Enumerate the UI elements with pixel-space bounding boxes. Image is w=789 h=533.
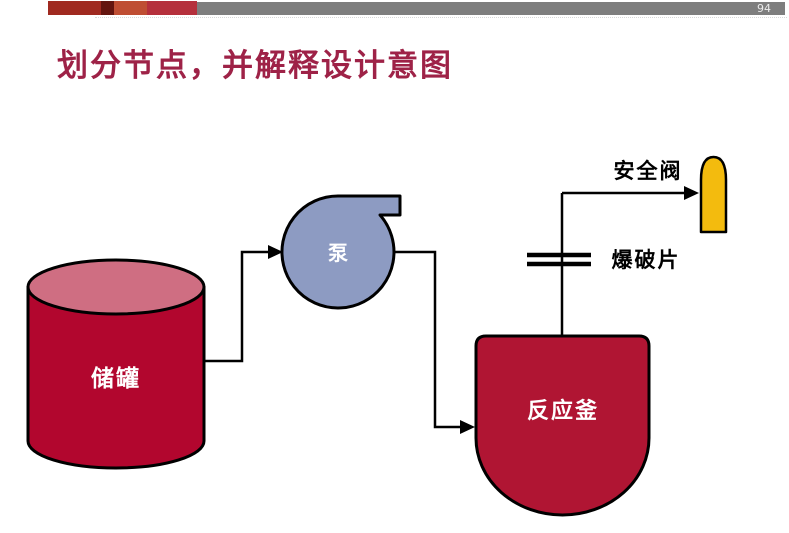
- storage-tank: [26, 258, 206, 470]
- reactor-shape: [474, 334, 651, 517]
- storage-tank-body: [26, 285, 206, 470]
- header-bar-shadow: [95, 17, 787, 18]
- accent-block-4: [147, 1, 197, 15]
- arrowhead-into-valve: [684, 186, 699, 200]
- rupture-disc-symbol: [527, 252, 591, 267]
- arrowheads-group: [268, 186, 699, 434]
- pipe-tank-to-pump: [204, 250, 270, 363]
- accent-block-2: [101, 1, 114, 15]
- pipe-pump-to-reactor: [395, 250, 462, 429]
- rupture-disc-label: 爆破片: [612, 247, 681, 272]
- slide-title: 划分节点，并解释设计意图: [57, 48, 453, 84]
- arrowhead-into-pump: [268, 245, 283, 259]
- accent-block-3: [114, 1, 147, 15]
- safety-valve-shape: [699, 155, 728, 234]
- storage-tank-top: [26, 258, 206, 316]
- arrowhead-into-reactor: [460, 420, 475, 434]
- storage-tank-label: 储罐: [91, 365, 141, 392]
- pump-shape: [280, 194, 402, 310]
- accent-block-1: [48, 1, 101, 15]
- safety-valve-label: 安全阀: [614, 158, 683, 183]
- pipe-lines-group: [204, 191, 686, 429]
- header-bar: 94: [197, 2, 785, 15]
- page-number: 94: [757, 2, 771, 15]
- reactor-label: 反应釜: [527, 398, 599, 424]
- pump-label: 泵: [328, 241, 350, 265]
